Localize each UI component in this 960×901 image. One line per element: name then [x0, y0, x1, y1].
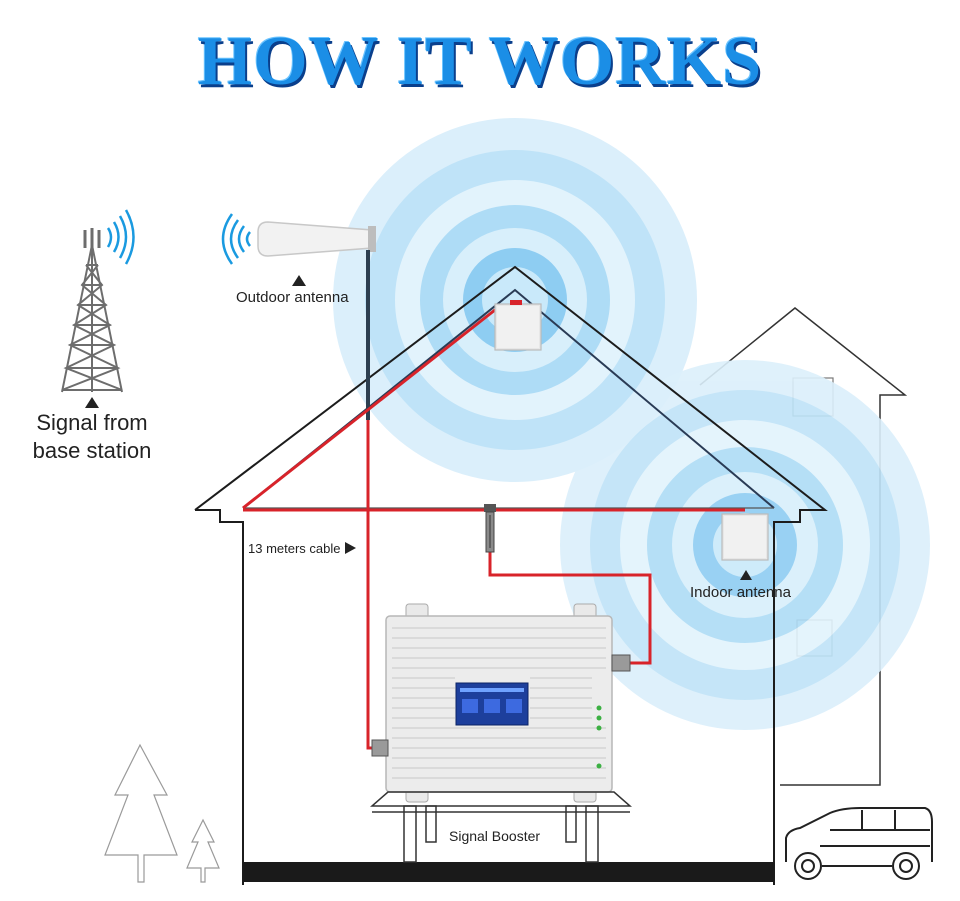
signal-from-label: Signal from [36, 410, 147, 435]
triangle-pointer-icon [345, 542, 356, 554]
tree-icon [104, 743, 178, 883]
signal-booster-label: Signal Booster [449, 828, 540, 844]
tree-icon [186, 818, 220, 883]
triangle-pointer-icon [292, 275, 306, 286]
ceiling-panel-antenna [494, 300, 542, 351]
signal-wave-icon [106, 209, 135, 265]
page-title: HOW IT WORKS [197, 23, 763, 100]
indoor-antenna-label: Indoor antenna [690, 584, 792, 601]
cell-tower-icon [61, 228, 123, 393]
indoor-panel-antenna [721, 513, 769, 561]
signal-booster-unit [371, 603, 631, 803]
back-house-outline [699, 307, 908, 786]
booster-indoor-port [611, 654, 631, 672]
outdoor-antenna-label: Outdoor antenna [236, 289, 349, 306]
base-station-label: base station [33, 438, 152, 463]
signal-wave-icon [221, 213, 251, 265]
outdoor-antenna [257, 221, 376, 257]
cable-length-label: 13 meters cable [248, 541, 341, 556]
triangle-pointer-icon [85, 397, 99, 408]
triangle-pointer-icon [740, 570, 752, 580]
ground-floor [243, 862, 774, 882]
booster-stand [370, 791, 632, 863]
signal-splitter [484, 504, 496, 553]
booster-outdoor-port [371, 739, 389, 757]
car-icon [785, 807, 933, 880]
